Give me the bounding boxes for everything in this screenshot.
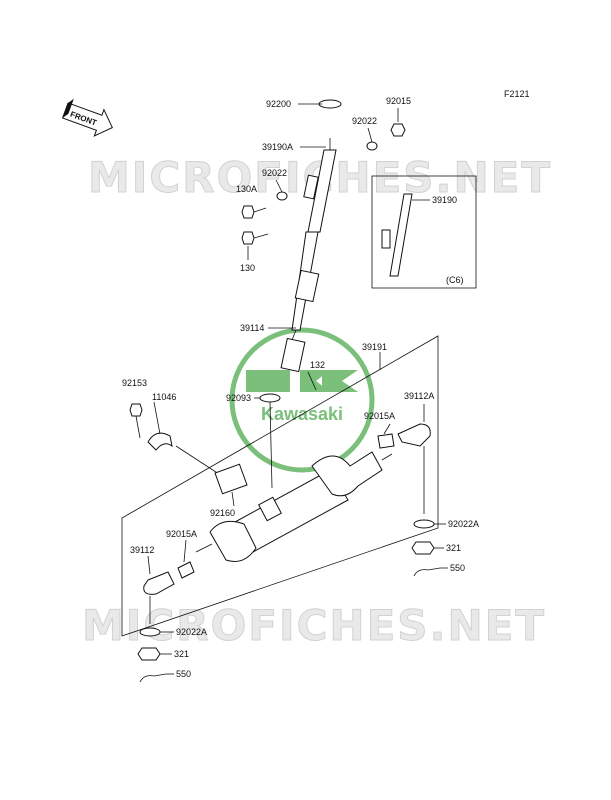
washer-92093 bbox=[259, 393, 281, 403]
label-92015a-left: 92015A bbox=[166, 529, 197, 539]
tie-rod-end-39112a bbox=[397, 423, 431, 447]
leader-92015a-left bbox=[183, 539, 187, 563]
washer-92022a-left bbox=[139, 627, 161, 637]
logo-block-right bbox=[322, 370, 358, 392]
label-92200: 92200 bbox=[266, 99, 291, 109]
washer-92022-mid bbox=[276, 191, 288, 201]
kawasaki-logo: Kawasaki bbox=[229, 327, 375, 473]
label-11046: 11046 bbox=[152, 392, 176, 402]
nut-92015a-left bbox=[177, 561, 195, 579]
label-550-left: 550 bbox=[176, 669, 191, 679]
label-39190a: 39190A bbox=[262, 142, 293, 152]
front-arrow-side bbox=[62, 98, 74, 118]
label-132: 132 bbox=[310, 360, 325, 370]
rack-assembly-boundary bbox=[121, 335, 439, 637]
leader-11046 bbox=[153, 401, 161, 435]
washer-92022-top bbox=[366, 141, 378, 151]
watermark-bottom: MICROFICHES.NET bbox=[82, 601, 546, 650]
front-arrow-icon bbox=[61, 102, 113, 137]
logo-block-left bbox=[246, 370, 290, 392]
bolt-132 bbox=[307, 371, 317, 391]
pinion-housing bbox=[258, 496, 282, 522]
steering-rack bbox=[195, 451, 393, 562]
bolt-130a-shank bbox=[253, 207, 267, 213]
figure-code: F2121 bbox=[504, 89, 530, 99]
washer-92200 bbox=[318, 99, 342, 109]
shaft-link bbox=[291, 329, 297, 341]
label-92153: 92153 bbox=[122, 378, 147, 388]
clamp-guide-line bbox=[175, 445, 223, 477]
upper-steering-shaft bbox=[280, 138, 337, 373]
label-39112: 39112 bbox=[130, 545, 154, 555]
label-92015-top: 92015 bbox=[386, 96, 411, 106]
label-92022a-right: 92022A bbox=[448, 519, 479, 529]
leader-92160 bbox=[231, 491, 235, 507]
universal-joint-lower bbox=[280, 337, 306, 373]
universal-joint-upper bbox=[294, 269, 320, 303]
label-92093: 92093 bbox=[226, 393, 251, 403]
inset-39190-variant: 39190 (C6) bbox=[371, 175, 477, 289]
nut-321-right bbox=[411, 541, 435, 555]
washer-92022a-right bbox=[413, 519, 435, 529]
nut-92015 bbox=[390, 123, 406, 137]
front-arrow: FRONT bbox=[61, 98, 113, 137]
leader-92022-mid bbox=[275, 179, 283, 193]
inset-shaft-body bbox=[389, 193, 413, 277]
tie-rod-end-39112 bbox=[143, 571, 175, 595]
bolt-130-head bbox=[241, 231, 255, 245]
bolt-92153-head bbox=[129, 403, 143, 417]
label-39191: 39191 bbox=[362, 342, 387, 352]
shaft-bracket bbox=[303, 174, 319, 200]
shaft-39190a-body bbox=[307, 149, 337, 233]
label-39112a: 39112A bbox=[404, 391, 434, 401]
rack-shaft-left bbox=[195, 543, 213, 553]
nut-321-left bbox=[137, 647, 161, 661]
label-92015a-right: 92015A bbox=[364, 411, 395, 421]
cotter-pin-550-right bbox=[413, 567, 441, 577]
pinion-line bbox=[269, 401, 273, 489]
rack-boot-right bbox=[311, 451, 383, 497]
nut-92015a-right bbox=[377, 433, 395, 449]
leader-92015a-right bbox=[383, 423, 391, 435]
cotter-pin-550-left bbox=[139, 673, 167, 683]
label-92022-top: 92022 bbox=[352, 116, 377, 126]
rack-shaft-right bbox=[381, 453, 393, 461]
bolt-130a-head bbox=[241, 205, 255, 219]
inset-variant-label: (C6) bbox=[446, 275, 464, 285]
label-92160: 92160 bbox=[210, 508, 235, 518]
mount-92160 bbox=[214, 463, 248, 495]
label-92022-mid: 92022 bbox=[262, 168, 287, 178]
logo-ring bbox=[229, 327, 375, 473]
clamp-11046 bbox=[147, 432, 173, 451]
label-321-right: 321 bbox=[446, 543, 461, 553]
label-550-right: 550 bbox=[450, 563, 465, 573]
label-130a: 130A bbox=[236, 184, 257, 194]
label-39114: 39114 bbox=[240, 323, 264, 333]
label-321-left: 321 bbox=[174, 649, 189, 659]
bolt-92153-shank bbox=[135, 415, 141, 439]
leader-39112 bbox=[147, 555, 151, 575]
inset-frame bbox=[371, 175, 477, 289]
rack-boot-left bbox=[209, 520, 257, 562]
label-130: 130 bbox=[240, 263, 255, 273]
inset-bracket bbox=[381, 229, 391, 249]
leader-92022-top bbox=[367, 127, 373, 143]
bolt-130-shank bbox=[253, 233, 269, 239]
label-39190: 39190 bbox=[432, 195, 457, 205]
label-92022a-left: 92022A bbox=[176, 627, 207, 637]
